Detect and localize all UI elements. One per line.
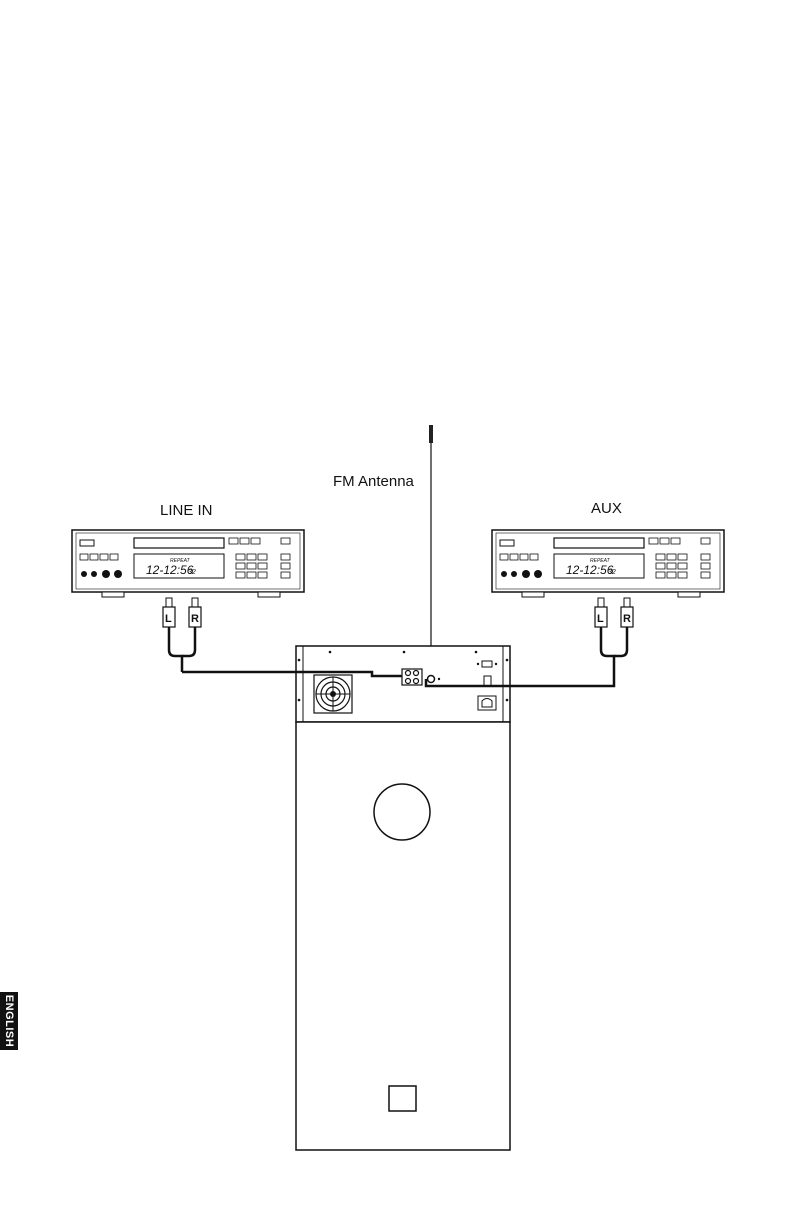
aux-plug-left-label: L [597,613,604,625]
aux-display-time: 12-12:56 [566,563,614,577]
line-in-rca-plugs [163,598,201,672]
aux-plug-right-label: R [623,613,631,625]
fm-antenna-label: FM Antenna [333,473,414,490]
bass-port [374,784,430,840]
fm-antenna [429,425,433,676]
aux-display-small: 32 [608,569,616,576]
line-in-plug-right-label: R [191,613,199,625]
fan-grille [314,675,352,713]
speaker-tower [296,646,510,1150]
rca-input-jacks [402,669,422,685]
line-in-display-small: 32 [188,569,196,576]
aux-label: AUX [591,500,622,517]
language-tab-label: ENGLISH [3,995,15,1047]
aux-rca-plugs [595,598,633,672]
line-in-label: LINE IN [160,502,213,519]
line-in-plug-left-label: L [165,613,172,625]
antenna-jack [428,676,435,683]
language-tab: ENGLISH [0,992,18,1050]
line-in-display-time: 12-12:56 [146,563,194,577]
tower-label-plate [389,1086,416,1111]
